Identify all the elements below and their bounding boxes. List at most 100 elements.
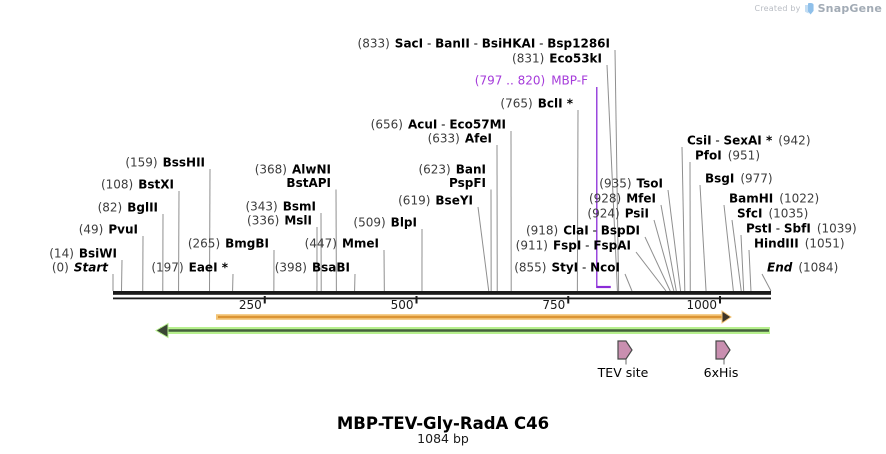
leader-line <box>614 49 620 292</box>
created-by-text: Created by <box>754 4 801 13</box>
orf-arrow-reverse-core <box>168 329 769 332</box>
site-label[interactable]: (447)MmeI <box>305 237 379 251</box>
restriction-site-BamHI: BamHI(1022) <box>729 192 819 206</box>
leader-line <box>761 273 772 292</box>
marker-arrow-6xhis[interactable] <box>715 340 731 360</box>
sequence-bar <box>113 291 771 295</box>
site-label[interactable]: End(1084) <box>767 261 838 275</box>
leader-line <box>120 259 123 292</box>
sequence-bar-underline <box>113 297 771 300</box>
restriction-site-Start: (0)Start <box>52 261 109 275</box>
leader-line <box>740 234 745 292</box>
site-label[interactable]: (855)StyI - NcoI <box>514 261 620 275</box>
site-label[interactable]: (0)Start <box>52 261 109 275</box>
site-label[interactable]: HindIII(1051) <box>754 237 845 251</box>
site-label[interactable]: (368)AlwNI <box>255 163 331 177</box>
site-label[interactable]: (14)BsiWI <box>49 247 117 261</box>
restriction-site-BssHII: (159)BssHII <box>125 156 205 170</box>
leader-line <box>748 249 752 292</box>
restriction-site-BstXI: (108)BstXI <box>101 178 174 192</box>
site-label[interactable]: (765)BclI * <box>500 97 573 111</box>
leader-line <box>660 204 677 292</box>
site-label[interactable]: (918)ClaI - BspDI <box>526 224 640 238</box>
page-title: MBP-TEV-Gly-RadA C46 <box>336 414 550 433</box>
site-label[interactable]: (623)BanI <box>418 163 486 177</box>
site-label[interactable]: PfoI(951) <box>695 149 760 163</box>
site-label[interactable]: PstI - SbfI(1039) <box>746 222 857 236</box>
leader-line <box>635 251 667 292</box>
site-label[interactable]: (833)SacI - BanII - BsiHKAI - Bsp1286I <box>358 37 610 51</box>
ruler-label: 1000 <box>686 298 717 312</box>
site-label[interactable]: (924)PsiI <box>587 207 649 221</box>
leader-line <box>576 109 579 292</box>
site-label[interactable]: (633)AfeI <box>428 132 492 146</box>
site-label[interactable]: (509)BlpI <box>353 216 417 230</box>
restriction-site-MfeI: (928)MfeI <box>589 192 656 206</box>
leader-line <box>667 189 682 292</box>
restriction-site-BsaBI: (398)BsaBI <box>275 261 350 275</box>
restriction-site-PsiI: (924)PsiI <box>587 207 649 221</box>
site-label[interactable]: (656)AcuI - Eco57MI <box>371 118 506 132</box>
site-label[interactable]: (265)BmgBI <box>188 237 269 251</box>
leader-line <box>606 64 618 292</box>
ruler-label: 500 <box>391 298 414 312</box>
snapgene-logo-icon <box>804 2 814 15</box>
sequence-length: 1084 bp <box>417 431 469 446</box>
site-label[interactable]: BsgI(977) <box>705 172 773 186</box>
ruler-tick <box>263 296 266 304</box>
ruler-label: 750 <box>542 298 565 312</box>
site-label[interactable]: (343)BsmI <box>245 200 316 214</box>
primer-label-mbp-f[interactable]: (797 .. 820)MBP-F <box>475 74 588 88</box>
site-label[interactable]: (398)BsaBI <box>275 261 350 275</box>
restriction-site-PstI-SbfI: PstI - SbfI(1039) <box>746 222 857 236</box>
site-label[interactable]: (197)EaeI * <box>151 261 228 275</box>
leader-line <box>699 184 707 292</box>
restriction-site-BsmI: (343)BsmI <box>245 200 316 214</box>
ruler-tick <box>567 296 570 304</box>
restriction-site-HindIII: HindIII(1051) <box>754 237 845 251</box>
site-label[interactable]: (831)Eco53kI <box>512 52 602 66</box>
restriction-site-SfcI: SfcI(1035) <box>737 207 808 221</box>
site-label[interactable]: (928)MfeI <box>589 192 656 206</box>
restriction-site-BsiWI: (14)BsiWI <box>49 247 117 261</box>
restriction-site-Eco53kI: (831)Eco53kI <box>512 52 602 66</box>
feature-arrow-forward-core <box>218 315 722 319</box>
ruler-tick <box>719 296 722 304</box>
site-label[interactable]: BstAPI <box>286 176 331 190</box>
site-label[interactable]: (159)BssHII <box>125 156 205 170</box>
site-label[interactable]: PspFI <box>449 176 486 190</box>
leader-line <box>731 219 742 292</box>
restriction-site-BseYI: (619)BseYI <box>398 194 473 208</box>
site-label[interactable]: SfcI(1035) <box>737 207 808 221</box>
restriction-site-BlpI: (509)BlpI <box>353 216 417 230</box>
site-label[interactable]: (336)MslI <box>247 214 312 228</box>
leader-line <box>477 206 490 292</box>
site-label[interactable]: BamHI(1022) <box>729 192 819 206</box>
restriction-site-BsgI: BsgI(977) <box>705 172 773 186</box>
restriction-site-BglII: (82)BglII <box>98 201 158 215</box>
site-label[interactable]: CsiI - SexAI *(942) <box>687 134 811 148</box>
restriction-site-SacI-BanII-BsiHKAI-Bsp1286I: (833)SacI - BanII - BsiHKAI - Bsp1286I <box>358 37 610 51</box>
feature-arrowhead-right <box>721 310 732 324</box>
site-label[interactable]: (935)TsoI <box>599 177 663 191</box>
marker-arrow-tev-site[interactable] <box>617 340 633 360</box>
restriction-site-BmgBI: (265)BmgBI <box>188 237 269 251</box>
orf-arrowhead-left <box>155 322 169 339</box>
marker-label: TEV site <box>597 365 649 380</box>
restriction-site-EaeI: (197)EaeI * <box>151 261 228 275</box>
marker-label: 6xHis <box>704 365 739 380</box>
site-label[interactable]: (82)BglII <box>98 201 158 215</box>
watermark: Created by SnapGene <box>755 2 882 15</box>
site-label[interactable]: (108)BstXI <box>101 178 174 192</box>
ruler-tick <box>415 296 418 304</box>
site-label[interactable]: (619)BseYI <box>398 194 473 208</box>
ruler-label: 250 <box>239 298 262 312</box>
site-label[interactable]: (49)PvuI <box>79 223 138 237</box>
restriction-site-CsiI-SexAI: CsiI - SexAI *(942) <box>687 134 811 148</box>
site-label[interactable]: (911)FspI - FspAI <box>516 239 631 253</box>
restriction-site-ClaI-BspDI: (918)ClaI - BspDI <box>526 224 640 238</box>
leader-line <box>723 204 734 292</box>
restriction-site-AcuI-Eco57MI: (656)AcuI - Eco57MI <box>371 118 506 132</box>
